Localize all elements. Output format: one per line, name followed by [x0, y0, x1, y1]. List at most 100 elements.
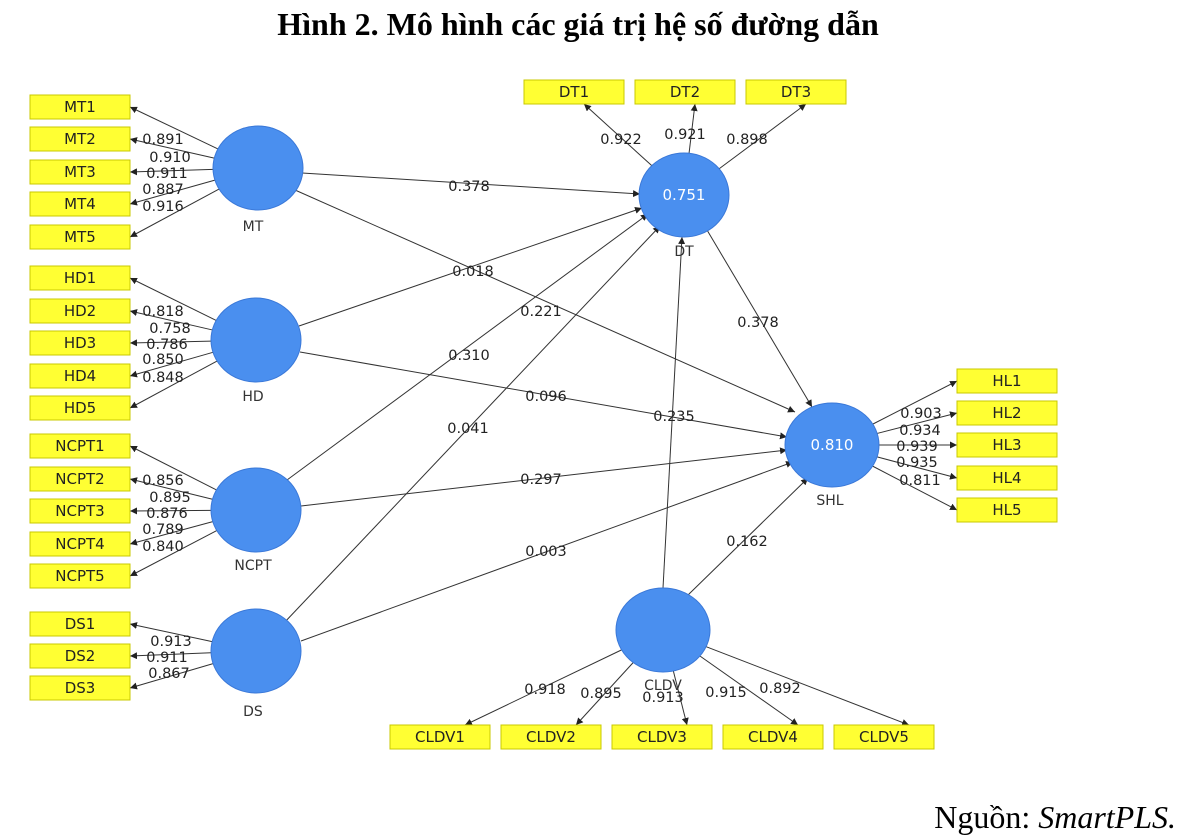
- loading-label-cldv3: 0.913: [642, 690, 684, 706]
- loading-label-ncpt1-text: 0.856: [142, 473, 184, 489]
- path-coef-mt-dt-text: 0.378: [448, 179, 490, 195]
- path-coef-mt-dt: 0.378: [448, 179, 490, 195]
- path-coef-ds-shl: 0.003: [525, 544, 567, 560]
- loading-label-hd1: 0.818: [142, 304, 184, 320]
- loading-arrow-ds3: [129, 663, 214, 690]
- construct-label: DS: [243, 704, 263, 720]
- path-arrow-dt-shl: [706, 229, 813, 408]
- path-coef-dt-shl-text: 0.378: [737, 315, 779, 331]
- construct-label: MT: [243, 219, 264, 235]
- loading-label-cldv2-text: 0.895: [580, 686, 622, 702]
- loading-arrow-mt1: [129, 106, 219, 150]
- indicator-mt2: MT2: [29, 126, 131, 152]
- path-coef-mt-shl: 0.221: [520, 304, 562, 320]
- path-arrow-hd-dt: [298, 206, 643, 327]
- loading-label-ncpt4: 0.789: [142, 522, 184, 538]
- path-coef-cldv-shl: 0.162: [726, 534, 768, 550]
- indicator-dt1: DT1: [523, 79, 625, 105]
- loading-label-dt3: 0.898: [726, 132, 768, 148]
- loading-label-ds1: 0.913: [150, 634, 192, 650]
- loading-label-hl1-text: 0.903: [900, 406, 942, 422]
- loading-arrow-hl1: [872, 380, 958, 425]
- loading-arrow-ncpt3: [129, 507, 212, 515]
- loading-label-hl3: 0.939: [896, 439, 938, 455]
- loading-label-hd2: 0.758: [149, 321, 191, 337]
- indicator-box: [29, 298, 131, 324]
- loading-arrow-dt1: [583, 103, 653, 167]
- loading-label-dt2-text: 0.921: [664, 127, 706, 143]
- loading-label-cldv4: 0.915: [705, 685, 747, 701]
- construct-circle: [615, 587, 711, 673]
- path-coef-hd-dt: 0.018: [452, 264, 494, 280]
- loading-arrow-mt4: [129, 179, 216, 206]
- indicator-box: [29, 159, 131, 185]
- loading-arrow-ds2: [129, 652, 212, 660]
- figure-title: Hình 2. Mô hình các giá trị hệ số đường …: [277, 6, 879, 42]
- indicator-label: CLDV2: [526, 728, 576, 746]
- path-coef-ds-dt: 0.041: [447, 421, 489, 437]
- construct-label: DT: [674, 244, 694, 260]
- construct-circle: [210, 297, 302, 383]
- indicator-label: CLDV1: [415, 728, 465, 746]
- loading-arrow-ncpt1: [129, 445, 217, 491]
- edges-layer: [129, 103, 958, 726]
- loading-label-hl1: 0.903: [900, 406, 942, 422]
- loading-arrow-cldv3: [672, 670, 689, 726]
- path-coef-ncpt-shl-text: 0.297: [520, 472, 562, 488]
- loading-arrow-mt5: [129, 188, 220, 238]
- indicator-label: HD5: [64, 399, 96, 417]
- indicator-box: [611, 724, 713, 750]
- loading-label-cldv1-text: 0.918: [524, 682, 566, 698]
- construct-circle: [784, 402, 880, 488]
- path-coef-cldv-dt: 0.235: [653, 409, 695, 425]
- indicator-ds3: DS3: [29, 675, 131, 701]
- loading-arrow-ds1: [129, 622, 213, 643]
- indicator-box: [634, 79, 736, 105]
- loading-label-cldv4-text: 0.915: [705, 685, 747, 701]
- path-arrow-ds-dt: [282, 225, 661, 625]
- loading-label-hl4: 0.935: [896, 455, 938, 471]
- loading-label-cldv2: 0.895: [580, 686, 622, 702]
- construct-circle: [210, 608, 302, 694]
- loading-label-mt3-text: 0.911: [146, 166, 188, 182]
- indicator-box: [500, 724, 602, 750]
- loading-label-cldv1: 0.918: [524, 682, 566, 698]
- loading-label-hl2-text: 0.934: [899, 423, 941, 439]
- indicator-mt5: MT5: [29, 224, 131, 250]
- construct-mt: MT: [212, 125, 304, 235]
- path-coef-hd-dt-text: 0.018: [452, 264, 494, 280]
- indicator-box: [29, 94, 131, 120]
- indicator-box: [29, 531, 131, 557]
- indicator-label: HL5: [992, 501, 1021, 519]
- indicator-hd4: HD4: [29, 363, 131, 389]
- construct-cldv: CLDV: [615, 587, 711, 694]
- construct-circle: [212, 125, 304, 211]
- loading-arrow-hd4: [129, 351, 214, 378]
- construct-circle: [638, 152, 730, 238]
- loading-label-cldv5: 0.892: [759, 681, 801, 697]
- construct-label: CLDV: [644, 678, 682, 694]
- indicator-label: HL1: [992, 372, 1021, 390]
- indicator-ncpt3: NCPT3: [29, 498, 131, 524]
- loading-label-ncpt3: 0.876: [146, 506, 188, 522]
- indicator-box: [29, 498, 131, 524]
- indicator-box: [389, 724, 491, 750]
- r-squared-value: 0.751: [663, 186, 706, 204]
- loading-label-ds3-text: 0.867: [148, 666, 190, 682]
- indicator-label: HD1: [64, 269, 96, 287]
- indicator-hl5: HL5: [956, 497, 1058, 523]
- loading-label-hl4-text: 0.935: [896, 455, 938, 471]
- path-arrow-mt-shl: [294, 189, 796, 413]
- loading-arrow-cldv1: [464, 649, 622, 726]
- loading-arrow-ncpt5: [129, 530, 217, 577]
- loading-arrow-hl2: [877, 411, 958, 434]
- indicator-label: HD3: [64, 334, 96, 352]
- loading-arrow-dt2: [688, 103, 698, 154]
- indicator-label: CLDV4: [748, 728, 798, 746]
- loading-label-dt1: 0.922: [600, 132, 642, 148]
- path-coef-ncpt-shl: 0.297: [520, 472, 562, 488]
- loading-label-mt2-text: 0.910: [149, 150, 191, 166]
- indicator-label: NCPT4: [55, 535, 104, 553]
